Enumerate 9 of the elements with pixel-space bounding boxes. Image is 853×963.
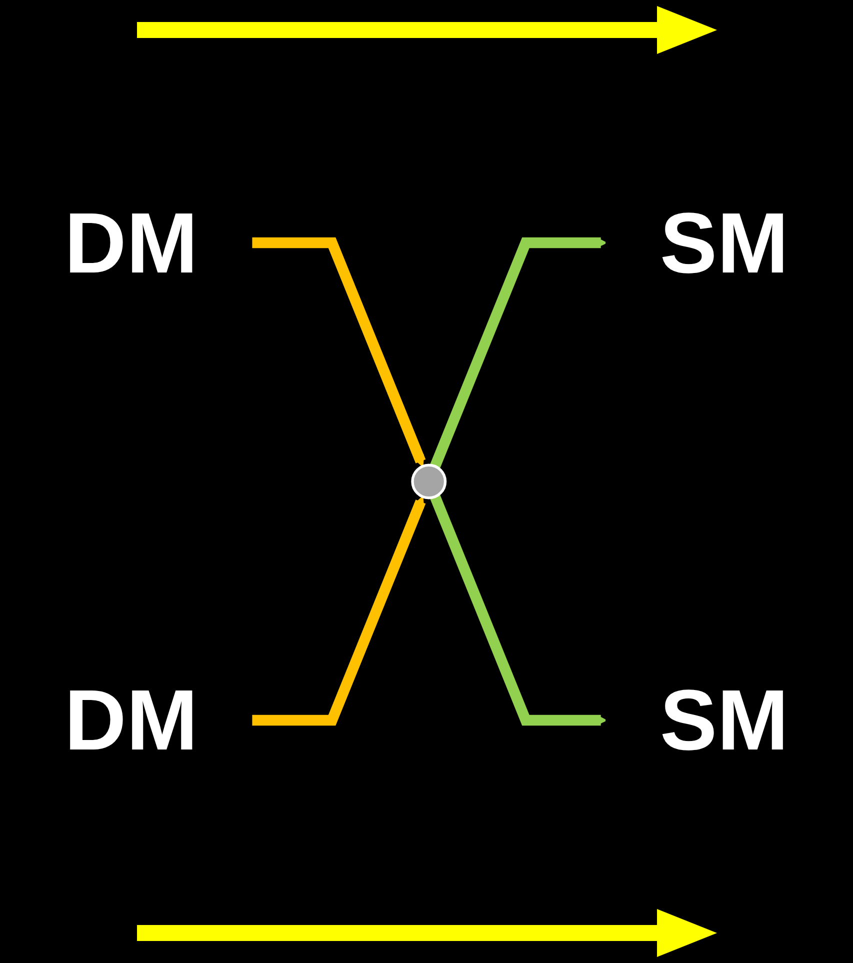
arrow xyxy=(252,496,426,726)
arrow xyxy=(430,494,607,726)
arrow xyxy=(430,236,607,468)
node-circle xyxy=(411,464,447,500)
node-text: DM xyxy=(64,194,198,292)
node-text: DM xyxy=(64,672,198,769)
node-text: SM xyxy=(660,194,789,292)
arrow xyxy=(252,237,426,467)
node-text: SM xyxy=(660,672,789,769)
